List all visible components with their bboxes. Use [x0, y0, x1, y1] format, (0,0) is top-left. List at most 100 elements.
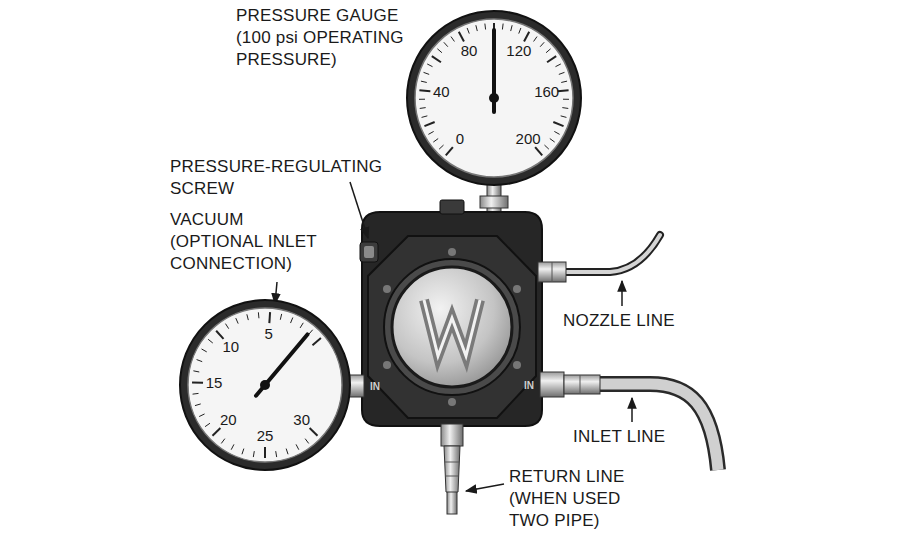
gauge-tick: [444, 42, 448, 46]
gauge-tick: [550, 139, 555, 143]
gauge-tick: [555, 64, 560, 67]
gauge-tick: [540, 42, 544, 46]
dial-number: 120: [506, 43, 531, 59]
leader-arrow: [466, 484, 504, 491]
gauge-tick: [247, 314, 248, 320]
gauge-face: [415, 19, 573, 177]
gauge-tick: [562, 107, 568, 109]
gauge-tick: [437, 49, 442, 53]
gauge-dial: [179, 299, 351, 471]
gauge-tick: [535, 147, 542, 155]
bolt: [448, 248, 456, 256]
cast-marking: IN: [524, 380, 534, 391]
gauge-tick: [554, 131, 559, 134]
gauge-tick: [192, 381, 203, 383]
top-plug: [440, 200, 464, 214]
bolt: [513, 285, 521, 293]
gauge-tick: [439, 145, 443, 149]
gauge-tick: [428, 131, 433, 134]
gauge-tick: [432, 56, 441, 62]
bolt: [513, 361, 521, 369]
gauge-tick: [199, 414, 204, 417]
gauge-tick: [427, 64, 432, 67]
cover-ring: [384, 259, 520, 395]
gauge-tick: [419, 99, 425, 100]
vacuum-gauge: 51015202530: [179, 299, 351, 471]
leader-arrow: [631, 398, 633, 422]
gauge-tick: [305, 439, 309, 444]
gauge-tick: [212, 428, 220, 436]
gauge-tick: [286, 449, 288, 455]
nozzle-pipe-core: [565, 235, 660, 272]
inlet-fitting-sleeve: [564, 375, 600, 394]
dial-number: 25: [257, 428, 274, 444]
dial-number: 5: [264, 326, 272, 342]
gauge-hub: [260, 380, 270, 390]
gauge-bezel: [180, 300, 350, 470]
gauge-tick: [300, 323, 303, 328]
regulating-screw: [360, 242, 378, 262]
gauge-tick: [197, 360, 203, 362]
gauge-tick: [202, 349, 207, 352]
gauge-tick: [291, 318, 293, 324]
return-fitting-edge: [445, 462, 459, 463]
gauge-tick: [451, 37, 454, 42]
gauge-tick: [193, 371, 199, 372]
callout-label: VACUUM (OPTIONAL INLET CONNECTION): [170, 209, 336, 275]
gauge-tick: [424, 72, 430, 74]
w-logo: [424, 300, 480, 356]
nozzle-fitting-edge: [552, 262, 553, 282]
dial-number: 10: [223, 339, 240, 355]
leader-arrow: [621, 281, 623, 306]
cover: [392, 267, 512, 387]
dial-number: 30: [293, 412, 310, 428]
gauge-tick: [561, 116, 567, 118]
nozzle-pipe: [565, 235, 660, 272]
gauge-tick: [484, 24, 486, 30]
gauge-tick: [205, 423, 210, 426]
dial-number: 40: [433, 84, 450, 100]
w-logo-highlight: [424, 300, 480, 356]
gauge-tick: [561, 81, 567, 82]
gauge-tick: [558, 90, 569, 91]
leader-arrow: [350, 182, 368, 238]
gauge-tick: [236, 318, 238, 323]
gauge-tick: [553, 122, 563, 126]
gauge-tick: [280, 314, 281, 320]
gauge-tick: [534, 37, 537, 42]
gauge-tick: [193, 393, 199, 395]
gauge-tick: [511, 25, 512, 31]
gauge-tick: [524, 32, 529, 42]
cast-marking: IN: [370, 381, 380, 392]
gauge-needle: [256, 334, 307, 395]
gauge-tick: [446, 147, 453, 155]
nozzle-fitting: [538, 262, 566, 282]
callout-label: RETURN LINE (WHEN USED TWO PIPE): [509, 466, 641, 532]
inlet-fitting-nut: [540, 372, 564, 397]
return-fitting-sleeve: [444, 446, 460, 492]
dial-number: 0: [456, 131, 464, 147]
gauge-tick: [268, 312, 271, 323]
callout-label: INLET LINE: [573, 426, 665, 448]
gauge-tick: [422, 116, 428, 118]
dial-number: 160: [534, 84, 559, 100]
bolt: [383, 361, 391, 369]
gauge-tick: [424, 122, 434, 126]
gauge-hub: [489, 93, 499, 103]
gauge-tick: [242, 449, 244, 455]
gauge-tick: [195, 404, 201, 406]
bolt: [448, 398, 456, 406]
gauge-nut: [480, 196, 508, 208]
gauge-tick: [275, 451, 277, 457]
pump-body: [362, 212, 542, 426]
gauge-tick: [296, 444, 299, 449]
inlet-fitting-edge: [580, 375, 581, 394]
gauge-tick: [310, 428, 318, 436]
gauge-tick: [546, 49, 551, 53]
dial-number: 200: [516, 131, 541, 147]
return-fitting-edge: [446, 476, 458, 477]
gauge-tick: [459, 32, 464, 42]
regulating-screw-head: [364, 246, 374, 258]
gauge-tick: [309, 330, 313, 335]
gauge-tick: [476, 25, 477, 31]
